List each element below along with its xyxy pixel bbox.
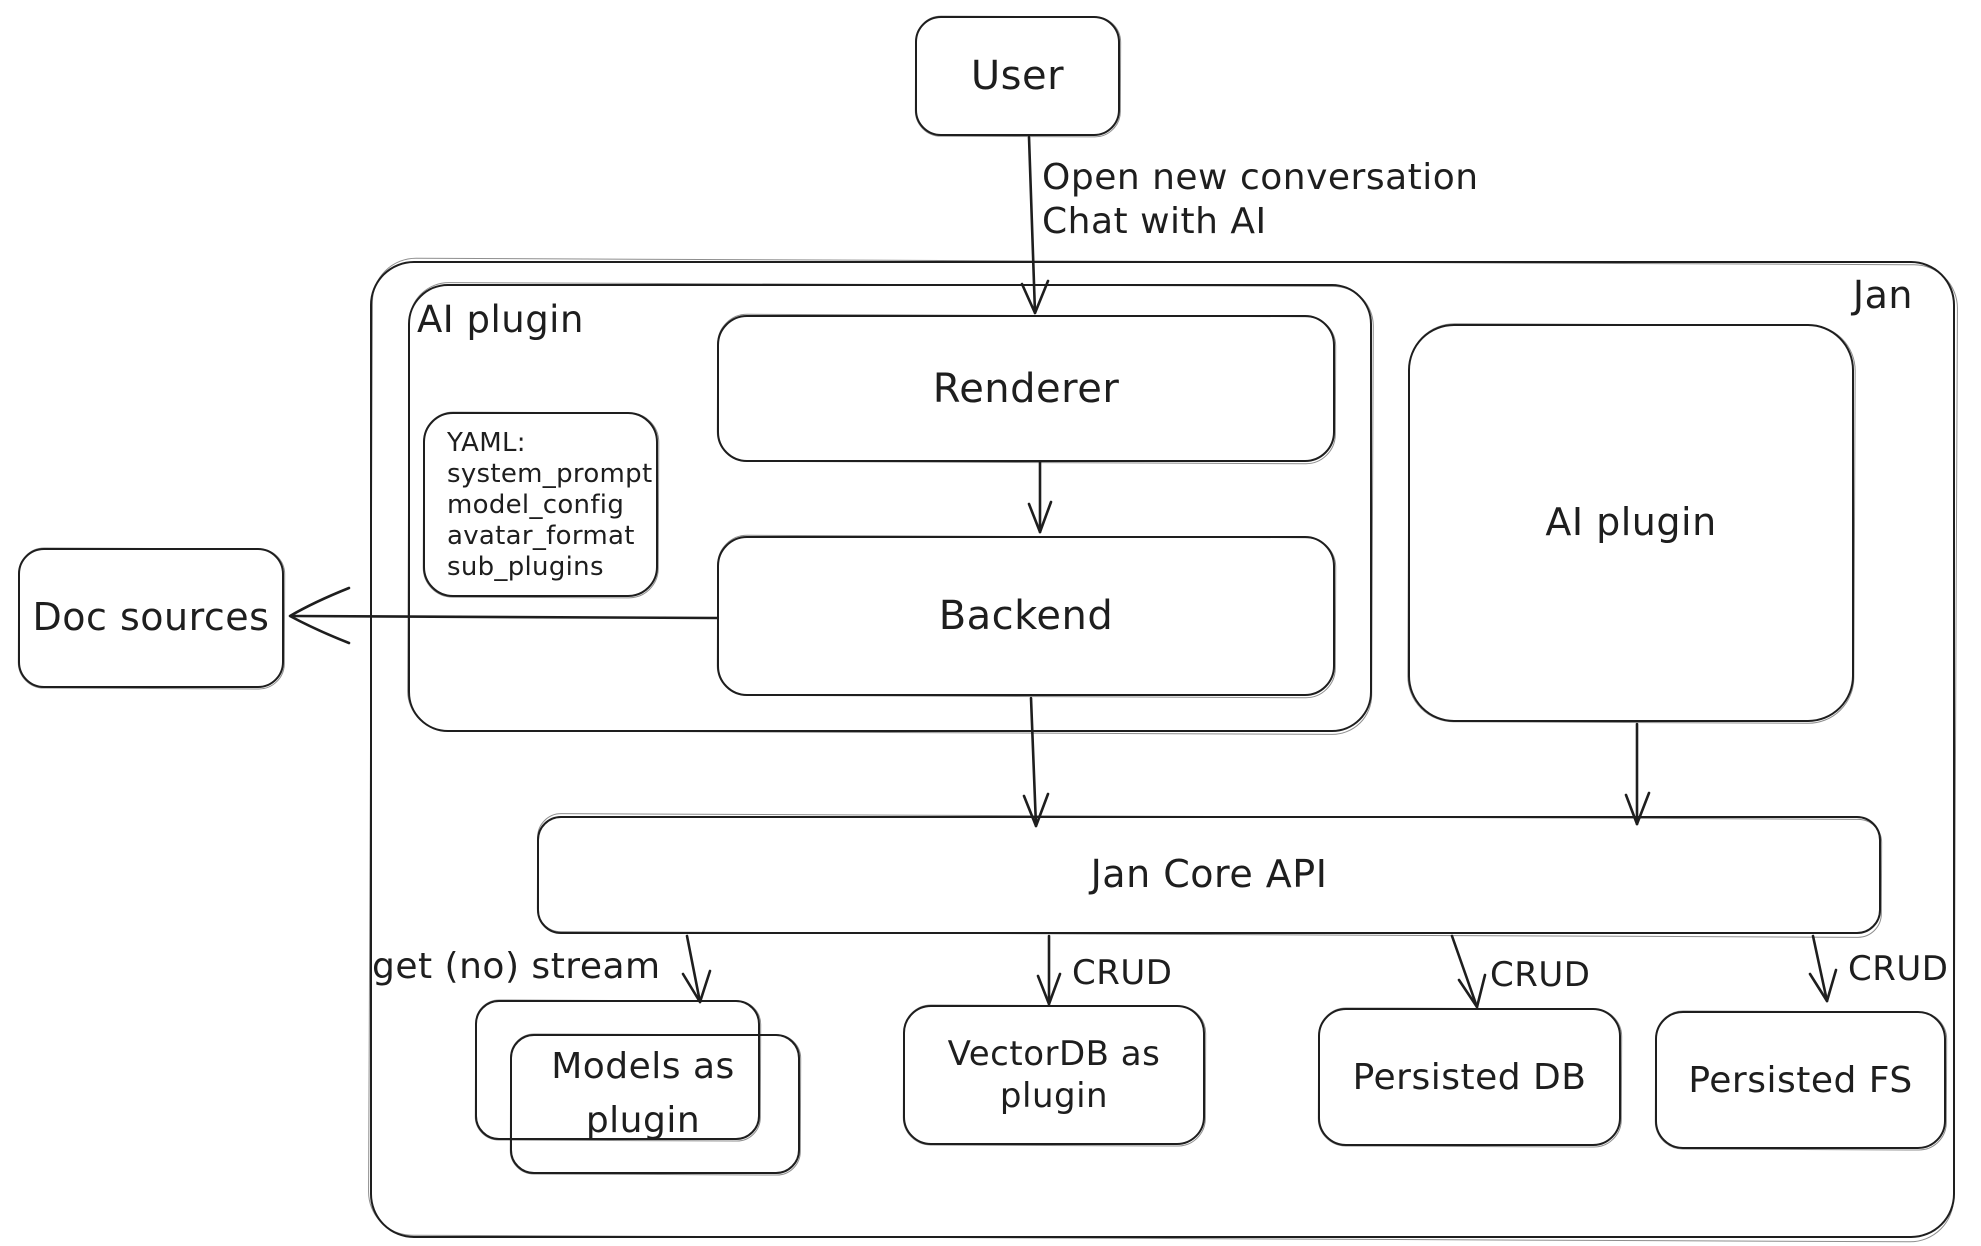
yaml-note-line: sub_plugins xyxy=(447,552,604,582)
backend-label: Backend xyxy=(938,593,1114,639)
node-jan-container: Jan xyxy=(370,261,1955,1238)
vectordb-as-plugin-label: VectorDB as plugin xyxy=(947,1033,1161,1117)
yaml-note-title: YAML: xyxy=(447,428,526,458)
ai-plugin-group-label: AI plugin xyxy=(417,298,584,341)
jan-container-label: Jan xyxy=(1852,273,1913,317)
doc-sources-label: Doc sources xyxy=(32,595,270,640)
jan-core-api-label: Jan Core API xyxy=(1090,852,1328,897)
arrowhead-backend-to-doc-sources xyxy=(288,586,351,645)
user-label: User xyxy=(970,53,1065,99)
edge-label-open-conversation: Open new conversation xyxy=(1042,157,1479,198)
persisted-db-label: Persisted DB xyxy=(1352,1056,1587,1098)
edge-label-chat-with-ai: Chat with AI xyxy=(1042,201,1267,242)
node-ai-plugin-group: AI plugin xyxy=(408,284,1372,732)
node-user: User xyxy=(915,16,1120,136)
node-jan-core-api: Jan Core API xyxy=(537,816,1881,934)
node-yaml-note: YAML: system_prompt model_config avatar_… xyxy=(423,412,658,597)
node-backend: Backend xyxy=(717,536,1335,696)
node-vectordb-as-plugin: VectorDB as plugin xyxy=(903,1005,1205,1145)
node-persisted-db: Persisted DB xyxy=(1318,1008,1621,1146)
edge-label-get-no-stream: get (no) stream xyxy=(372,946,661,987)
node-persisted-fs: Persisted FS xyxy=(1655,1011,1946,1149)
renderer-label: Renderer xyxy=(932,365,1120,412)
node-models-as-plugin-front-box xyxy=(510,1034,800,1174)
yaml-note-line: model_config xyxy=(447,490,625,520)
edge-label-crud-vectordb: CRUD xyxy=(1072,953,1173,993)
edge-label-crud-persisted-fs: CRUD xyxy=(1848,949,1949,989)
edge-label-crud-persisted-db: CRUD xyxy=(1490,955,1591,995)
persisted-fs-label: Persisted FS xyxy=(1688,1059,1913,1101)
models-as-plugin-label: Models as plugin xyxy=(551,1046,735,1141)
yaml-note-line: avatar_format xyxy=(447,521,635,551)
node-ai-plugin: AI plugin xyxy=(1408,324,1854,722)
ai-plugin-label: AI plugin xyxy=(1545,500,1717,545)
node-renderer: Renderer xyxy=(717,315,1335,462)
yaml-note-line: system_prompt xyxy=(447,459,653,489)
node-doc-sources: Doc sources xyxy=(18,548,284,688)
